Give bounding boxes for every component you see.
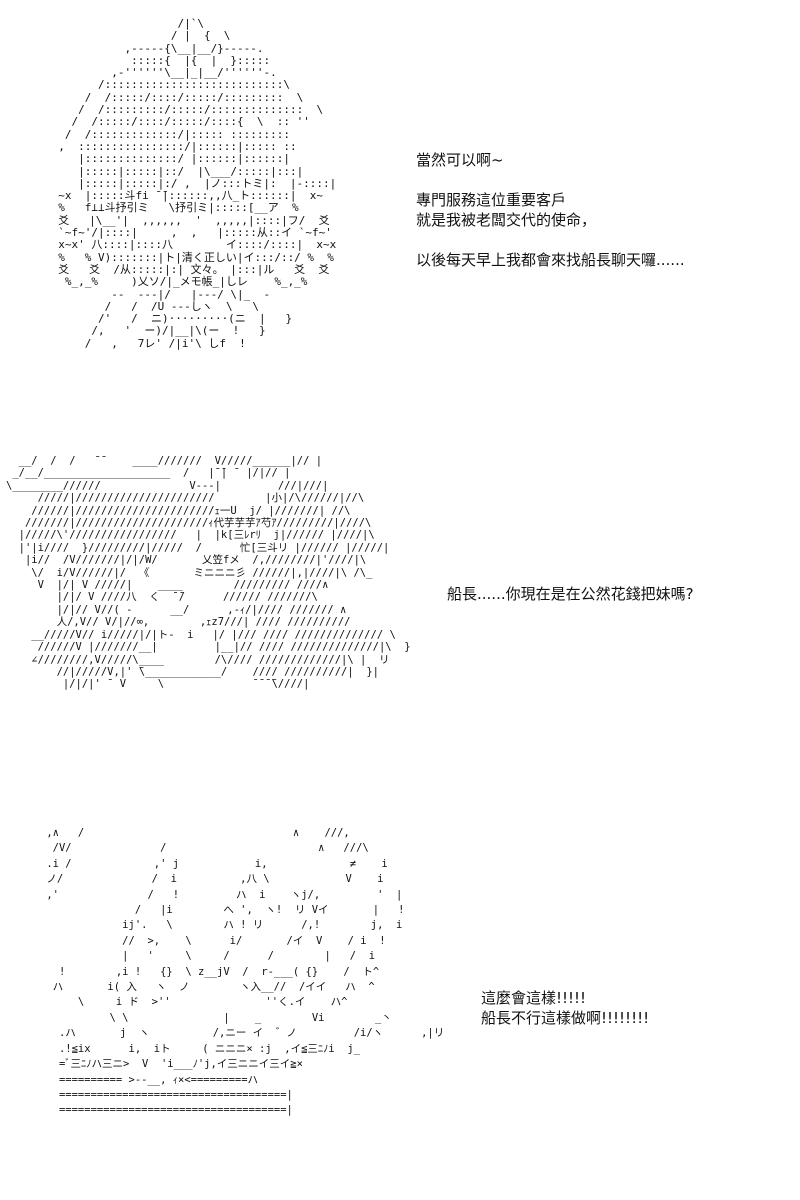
- ascii-art-character-1: /|`\ / | { \ ,-----{\__|__/}-----. :::::…: [58, 17, 337, 350]
- panel-3: ,∧ / ∧ ///, /V/ / ∧ ///\ .i / ,' j i, ≠ …: [0, 800, 800, 1200]
- dialogue-line: 船長......你現在是在公然花錢把妹嗎?: [447, 585, 694, 603]
- dialogue-2: 船長......你現在是在公然花錢把妹嗎?: [447, 584, 694, 604]
- dialogue-1: 當然可以啊~ 專門服務這位重要客戶就是我被老闆交代的使命， 以後每天早上我都會來找船…: [416, 150, 685, 270]
- panel-1: /|`\ / | { \ ,-----{\__|__/}-----. :::::…: [0, 0, 800, 420]
- dialogue-line: 這麼會這樣!!!!!: [481, 989, 587, 1007]
- ascii-art-character-2: __/ / / ̄ ̄ ____/////// V/////______|// …: [6, 455, 411, 691]
- dialogue-3: 這麼會這樣!!!!! 船長不行這樣做啊!!!!!!!!: [481, 988, 649, 1028]
- line-gap: [416, 170, 685, 190]
- dialogue-line: 專門服務這位重要客戶: [416, 191, 567, 209]
- dialogue-line: 船長不行這樣做啊!!!!!!!!: [481, 1009, 650, 1027]
- ascii-art-collapse-scene: ,∧ / ∧ ///, /V/ / ∧ ///\ .i / ,' j i, ≠ …: [46, 827, 445, 1117]
- line-gap: [416, 230, 685, 250]
- dialogue-line: 就是我被老闆交代的使命，: [416, 211, 597, 229]
- dialogue-line: 以後每天早上我都會來找船長聊天囉......: [416, 251, 685, 269]
- panel-2: __/ / / ̄ ̄ ____/////// V/////______|// …: [0, 440, 800, 770]
- dialogue-line: 當然可以啊~: [416, 151, 504, 169]
